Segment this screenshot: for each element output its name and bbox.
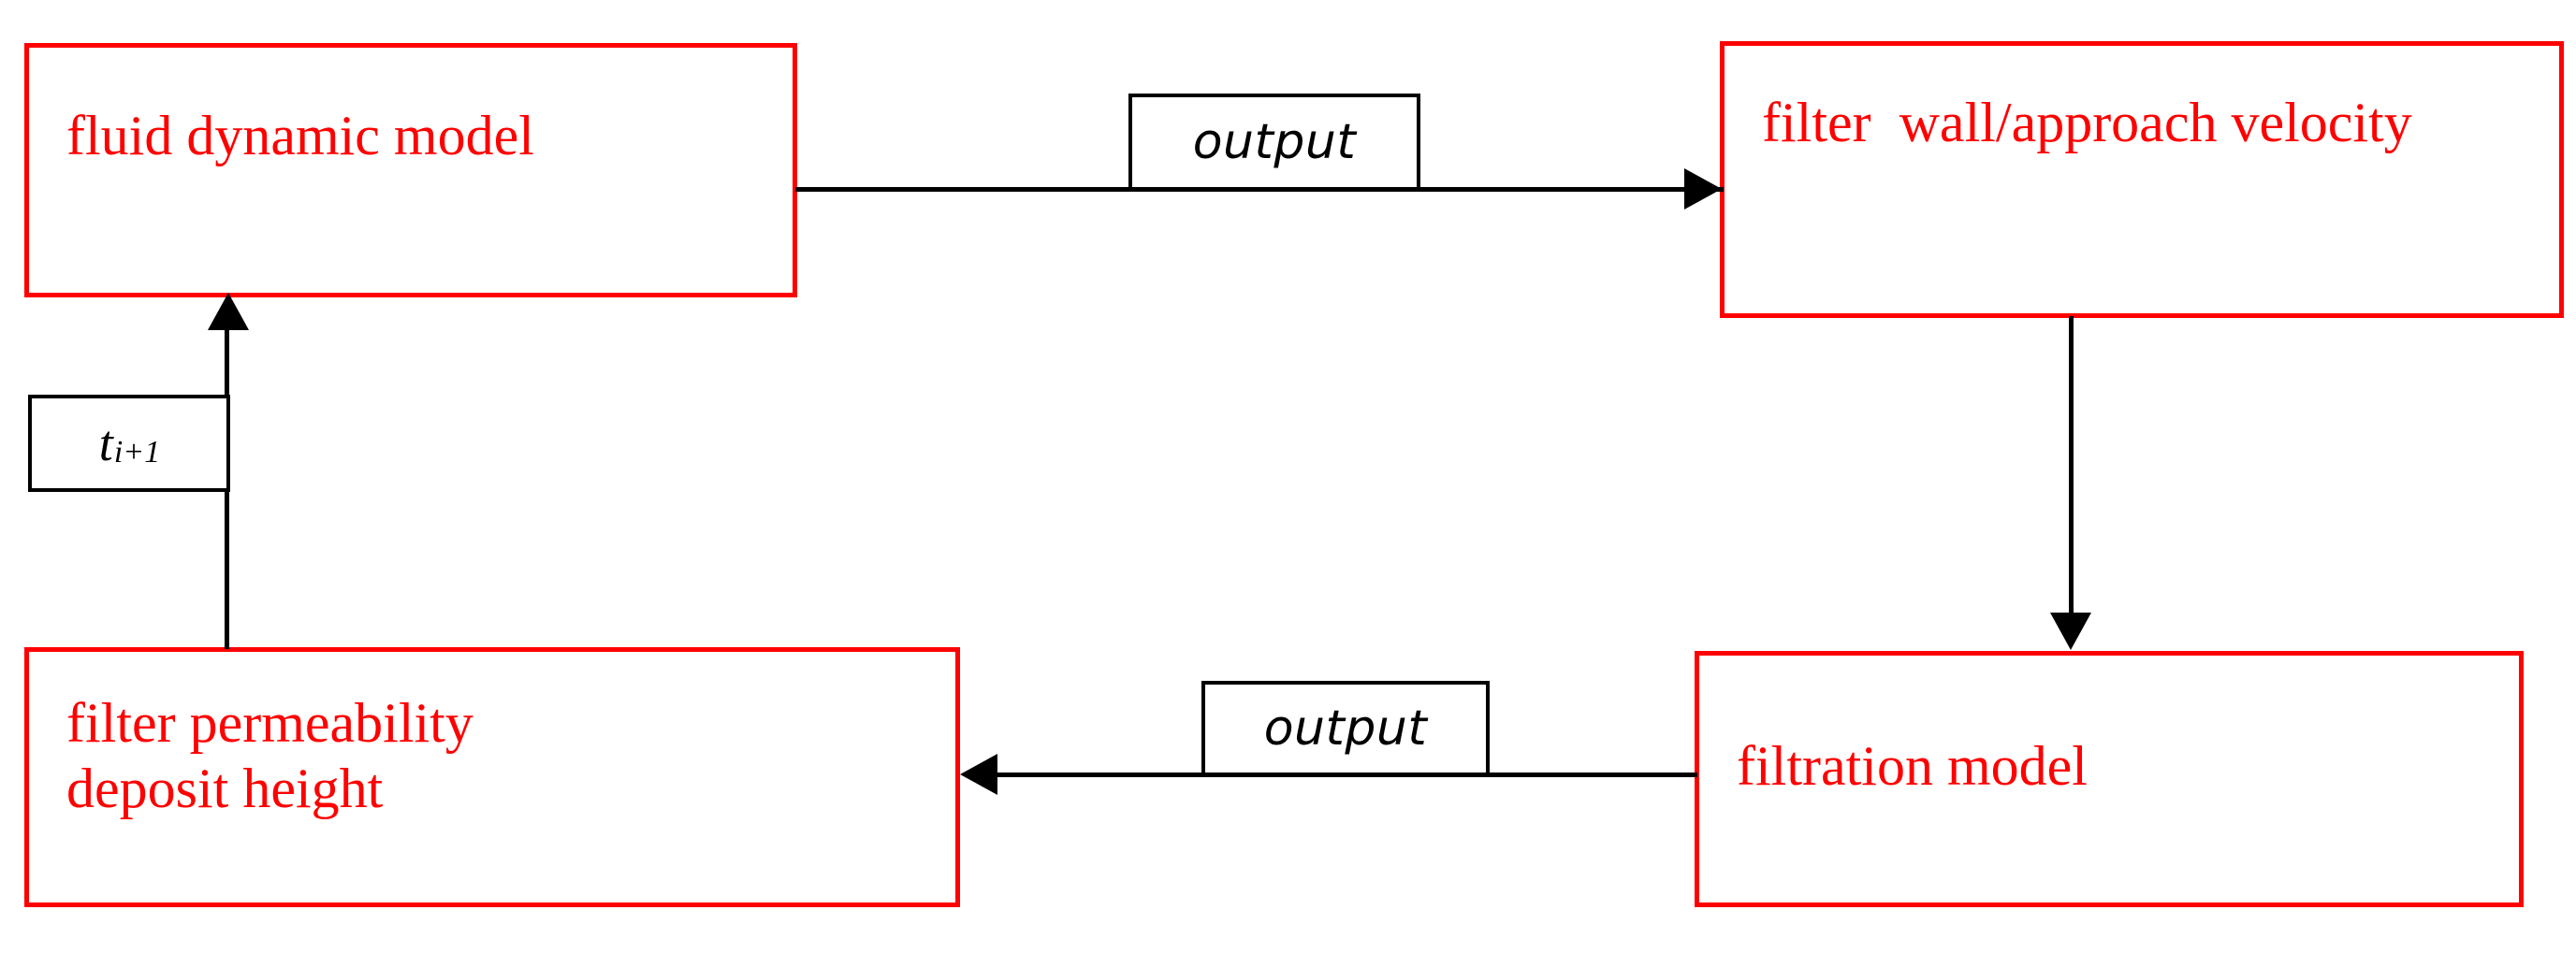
edge-velocity-to-filtration-line (2069, 316, 2074, 615)
edge-label-output-top: output (1128, 94, 1420, 191)
edge-label-output-bottom-text: output (1263, 700, 1428, 757)
edge-filtration-to-permeability-arrowhead-left-icon (960, 754, 997, 795)
edge-permeability-to-fluid-arrowhead-up-icon (208, 293, 249, 330)
edge-label-output-bottom: output (1201, 681, 1490, 776)
node-filter-wall-approach-velocity-label: filter wall/approach velocity (1762, 92, 2412, 153)
node-fluid-dynamic-model[interactable]: fluid dynamic model (24, 43, 797, 297)
node-filter-permeability-deposit-height-label: filter permeability deposit height (66, 692, 473, 819)
edge-label-time-step-base: t (98, 415, 113, 471)
edge-velocity-to-filtration-arrowhead-down-icon (2050, 613, 2091, 650)
node-filter-permeability-deposit-height[interactable]: filter permeability deposit height (24, 647, 960, 907)
node-filter-wall-approach-velocity[interactable]: filter wall/approach velocity (1720, 41, 2564, 318)
edge-label-time-step-subscript: i+1 (113, 435, 161, 469)
node-filtration-model-label: filtration model (1737, 735, 2088, 797)
edge-fluid-to-velocity-arrowhead-right-icon (1684, 168, 1722, 209)
edge-label-output-top-text: output (1192, 114, 1357, 170)
node-filtration-model[interactable]: filtration model (1695, 651, 2524, 907)
node-fluid-dynamic-model-label: fluid dynamic model (66, 105, 534, 166)
